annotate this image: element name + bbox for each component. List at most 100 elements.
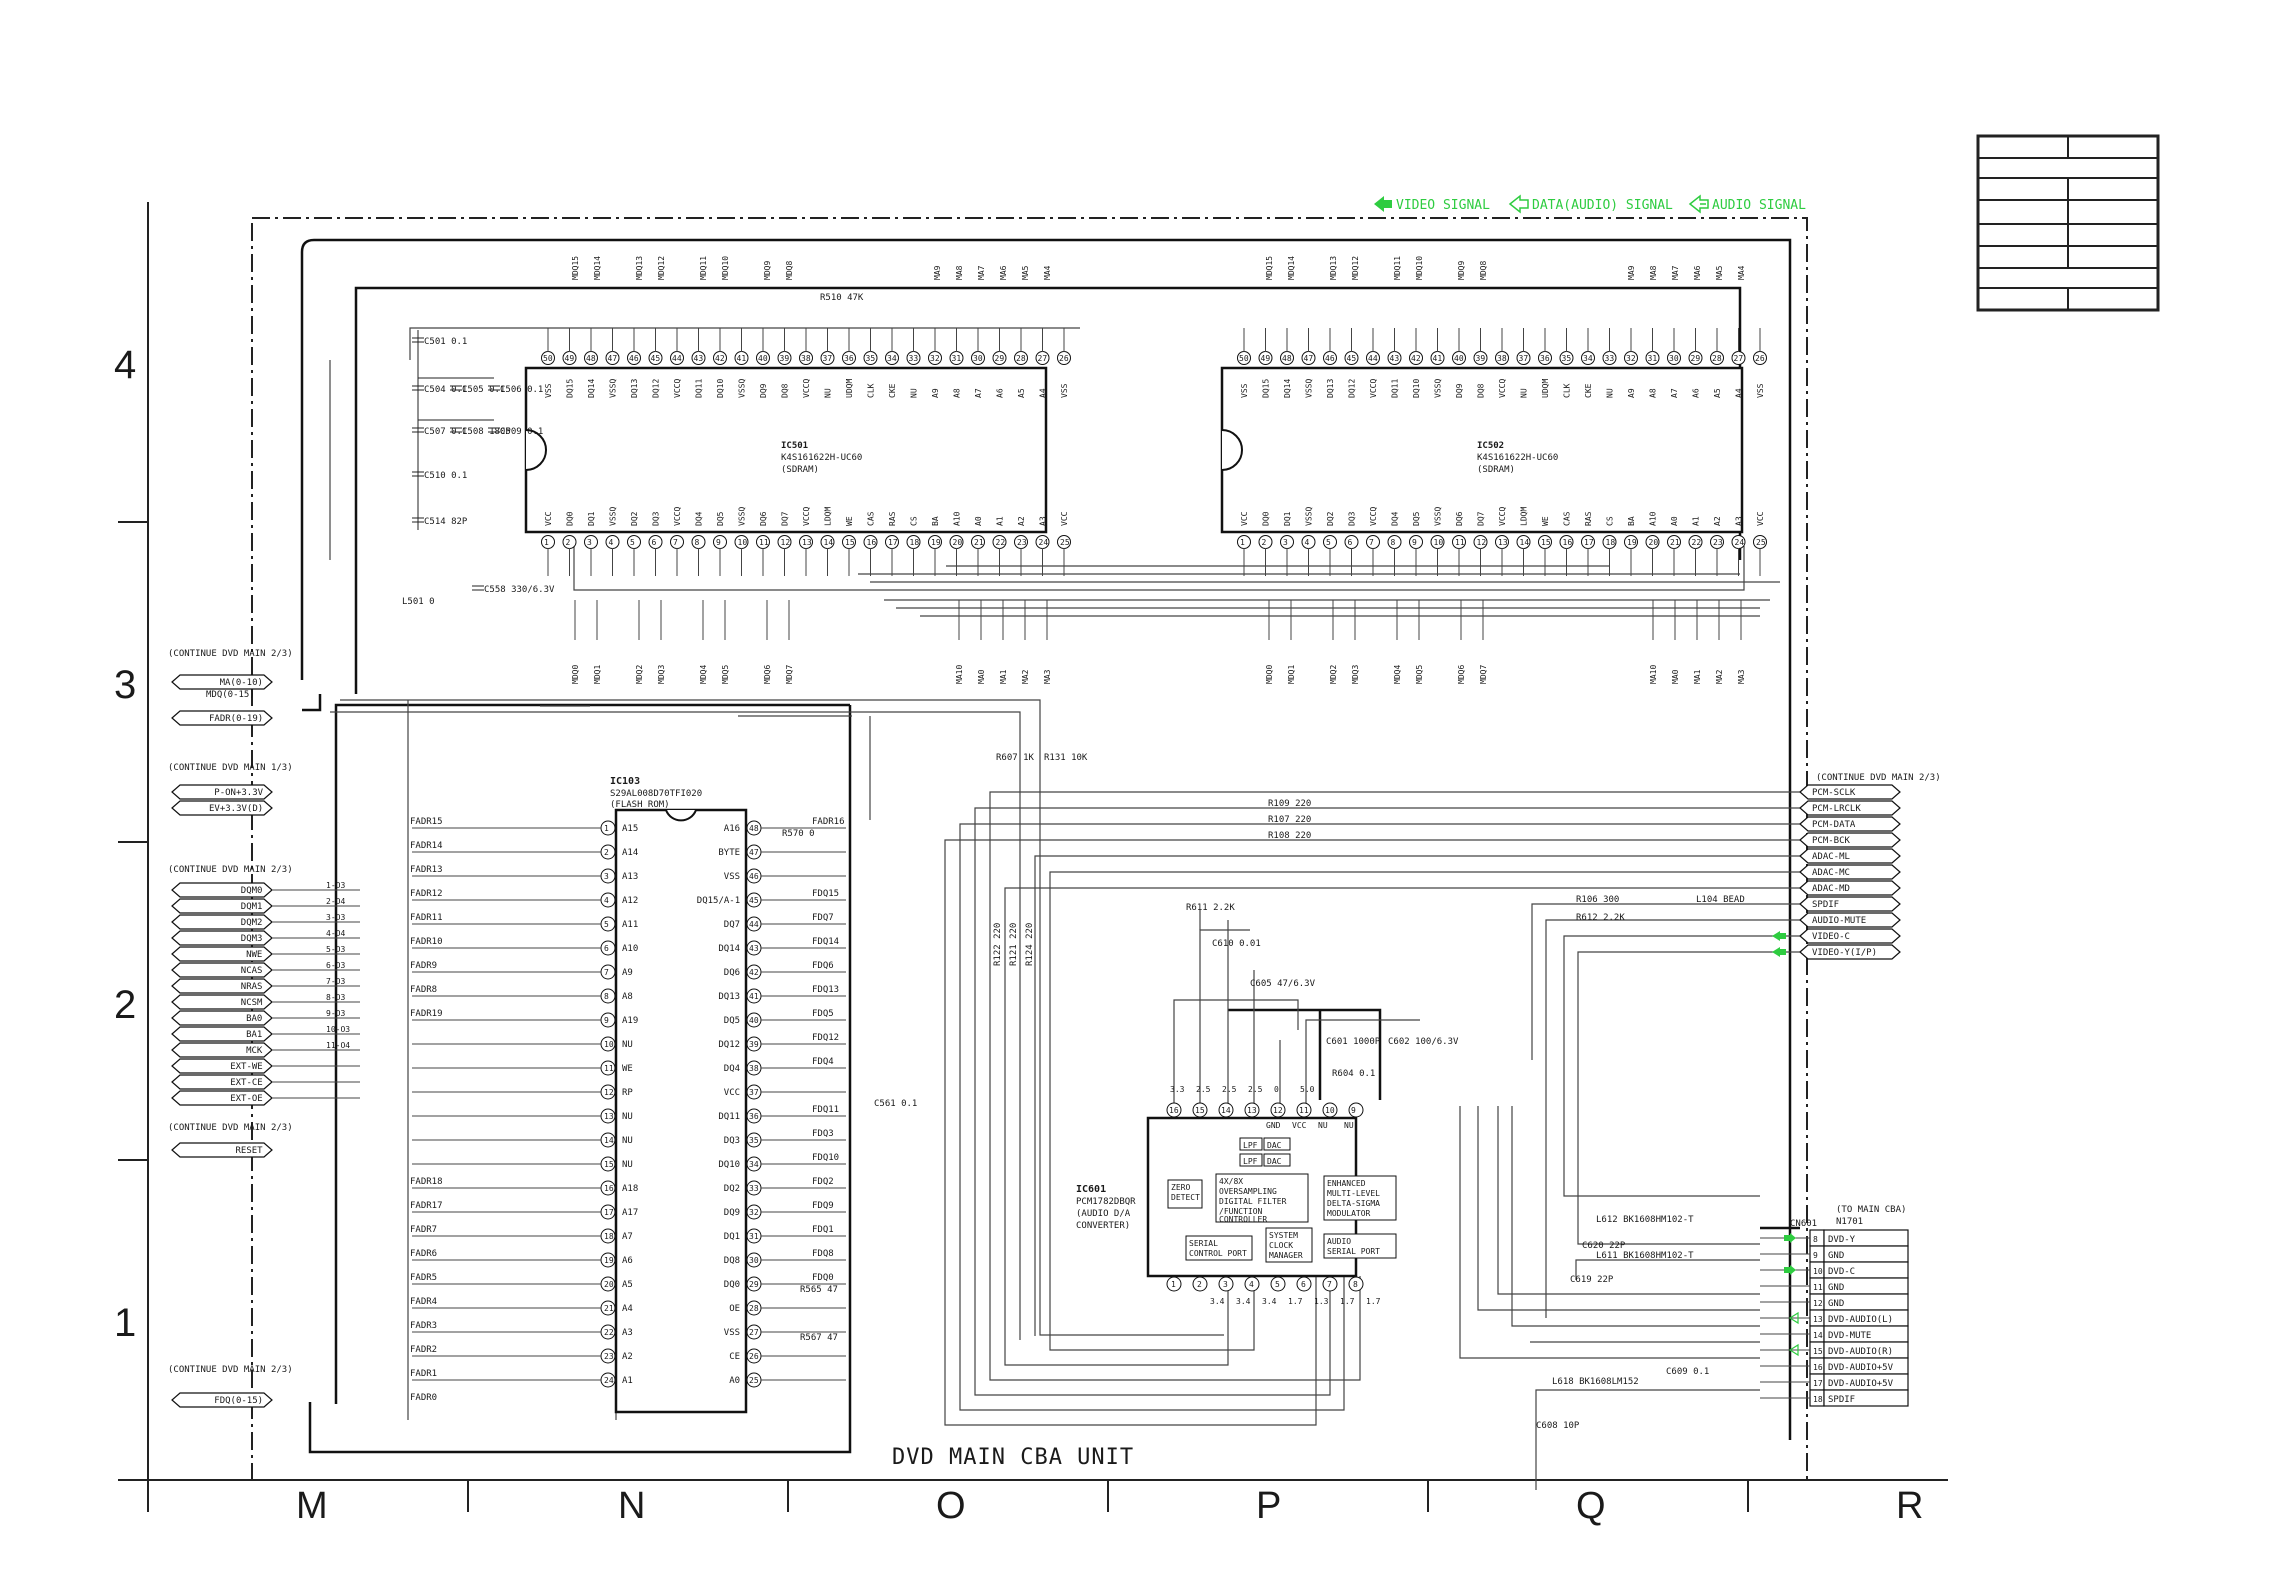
right-conn-flag <box>1799 848 1901 864</box>
board-title: DVD MAIN CBA UNIT <box>892 1445 1134 1470</box>
pin-number: 17 <box>1584 538 1594 547</box>
pin-label: DQ2 <box>630 511 639 526</box>
pin-label: DQ15 <box>566 379 575 398</box>
video-arrow-tail <box>1784 1235 1790 1241</box>
pin-label: DQ0 <box>566 511 575 526</box>
pin-number: 27 <box>1038 354 1048 363</box>
resistor-r121: R121 220 <box>1009 923 1019 966</box>
pin-number: 44 <box>749 920 759 929</box>
pin-number: 21 <box>604 1304 614 1313</box>
pin-label: A7 <box>974 388 983 398</box>
pin-circle <box>1218 1276 1234 1292</box>
conn-ctrl-label: BA0 <box>246 1014 262 1024</box>
pin-number: 37 <box>823 354 833 363</box>
pin-number: 17 <box>888 538 898 547</box>
pin-label: BA <box>1627 516 1636 526</box>
ram-bus-bottom-label: MA0 <box>1671 669 1680 684</box>
conn-ev33 <box>171 800 273 816</box>
lpf-block-2 <box>1239 1153 1263 1167</box>
pin-label: A19 <box>622 1016 638 1026</box>
pin-label: A10 <box>622 944 638 954</box>
fadr-label: FADR0 <box>410 1393 437 1403</box>
pin-label: DQ7 <box>724 920 740 930</box>
svg-text:C504 0.1: C504 0.1 <box>424 385 467 395</box>
pin-number: 41 <box>737 354 747 363</box>
ic-type: (SDRAM) <box>781 465 819 475</box>
pin-number: 48 <box>749 824 759 833</box>
pin-label: A2 <box>1713 516 1722 526</box>
serial-control-block-text: CONTROL PORT <box>1189 1249 1247 1258</box>
right-conn-label: SPDIF <box>1812 900 1839 910</box>
pin-number: 24 <box>604 1376 614 1385</box>
pin-label: VCCQ <box>673 379 682 398</box>
conn-pon <box>171 784 273 800</box>
pin-number: 8 <box>604 992 609 1001</box>
zero-detect-block <box>1167 1179 1203 1209</box>
svg-text:C509 0.1: C509 0.1 <box>500 427 543 437</box>
video-arrow-icon <box>1790 1265 1796 1275</box>
pin-number: 18 <box>910 538 920 547</box>
pin-number: 50 <box>543 354 553 363</box>
pin-circle <box>1166 1102 1182 1118</box>
fadr-label: FADR18 <box>410 1177 443 1187</box>
cn601-signal: DVD-AUDIO(L) <box>1828 1315 1893 1325</box>
oversampling-block-text: CONTROLLER <box>1219 1215 1267 1224</box>
pin-number: 8 <box>1391 538 1396 547</box>
right-conn-label: PCM-DATA <box>1812 820 1856 830</box>
col-label-P: P <box>1256 1485 1281 1527</box>
lpf-block-1 <box>1239 1137 1263 1151</box>
ic-type: (FLASH ROM) <box>610 800 670 810</box>
cap-c508: C508 180P <box>450 427 511 437</box>
pin-label: A1 <box>996 516 1005 526</box>
pin-label: DQ5 <box>1412 511 1421 526</box>
serial-control-block <box>1185 1235 1253 1261</box>
ram-bus-bottom-label: MA10 <box>955 665 964 684</box>
pin-number: 29 <box>1691 354 1701 363</box>
cap-c601: C601 1000P <box>1326 1037 1381 1047</box>
ram-bus-top-label: MDQ8 <box>785 261 794 280</box>
cap-c506: C506 0.1 <box>488 385 543 395</box>
fadr-label: FADR4 <box>410 1297 437 1307</box>
resistor-r565: R565 47 <box>800 1285 838 1295</box>
volt-label: 1.7 <box>1288 1297 1303 1306</box>
pin-number: 18 <box>1606 538 1616 547</box>
pin-label: OE <box>729 1304 740 1314</box>
pin-number: 25 <box>1756 538 1766 547</box>
ctrl-ref: 8-O3 <box>326 993 345 1002</box>
pin-number: 1 <box>1240 538 1245 547</box>
volt-label: 0 <box>1274 1085 1279 1094</box>
pin-number: 28 <box>1016 354 1026 363</box>
pin-label: DQ5 <box>716 511 725 526</box>
conn-mdq-label: MDQ(0-15) <box>206 690 255 700</box>
pin-number: 29 <box>749 1280 759 1289</box>
ram-bus-top-label: MDQ14 <box>1287 256 1296 280</box>
pin-label: VSSQ <box>1434 507 1443 526</box>
pin-label: A9 <box>931 388 940 398</box>
pin-label: DQ13 <box>630 379 639 398</box>
ram-bus-top-label: MDQ10 <box>721 256 730 280</box>
pin-number: 3 <box>587 538 592 547</box>
pin-number: 37 <box>749 1088 759 1097</box>
pin-number: 44 <box>672 354 682 363</box>
continue-note: (CONTINUE DVD MAIN 2/3) <box>1816 773 1941 783</box>
resistor-r107: R107 220 <box>1268 815 1311 825</box>
fadr-label: FADR12 <box>410 889 443 899</box>
pin-number: 3 <box>604 872 609 881</box>
pin-label: DQ13 <box>718 992 740 1002</box>
col-label-M: M <box>296 1485 328 1527</box>
pin-number: 15 <box>1541 538 1551 547</box>
resistor-r108: R108 220 <box>1268 831 1311 841</box>
continue-note: (CONTINUE DVD MAIN 2/3) <box>168 1123 293 1133</box>
pin-number: 19 <box>931 538 941 547</box>
right-conn-label: ADAC-ML <box>1812 852 1850 862</box>
pin-label: VCC <box>724 1088 740 1098</box>
cn601-pin-number: 14 <box>1813 1331 1823 1340</box>
pin-number: 45 <box>651 354 661 363</box>
pin-number: 18 <box>604 1232 614 1241</box>
pin-number: 3 <box>1283 538 1288 547</box>
conn-ma-label: MA(0-10) <box>220 678 263 688</box>
pin-label: A6 <box>996 388 1005 398</box>
pin-number: 23 <box>604 1352 614 1361</box>
